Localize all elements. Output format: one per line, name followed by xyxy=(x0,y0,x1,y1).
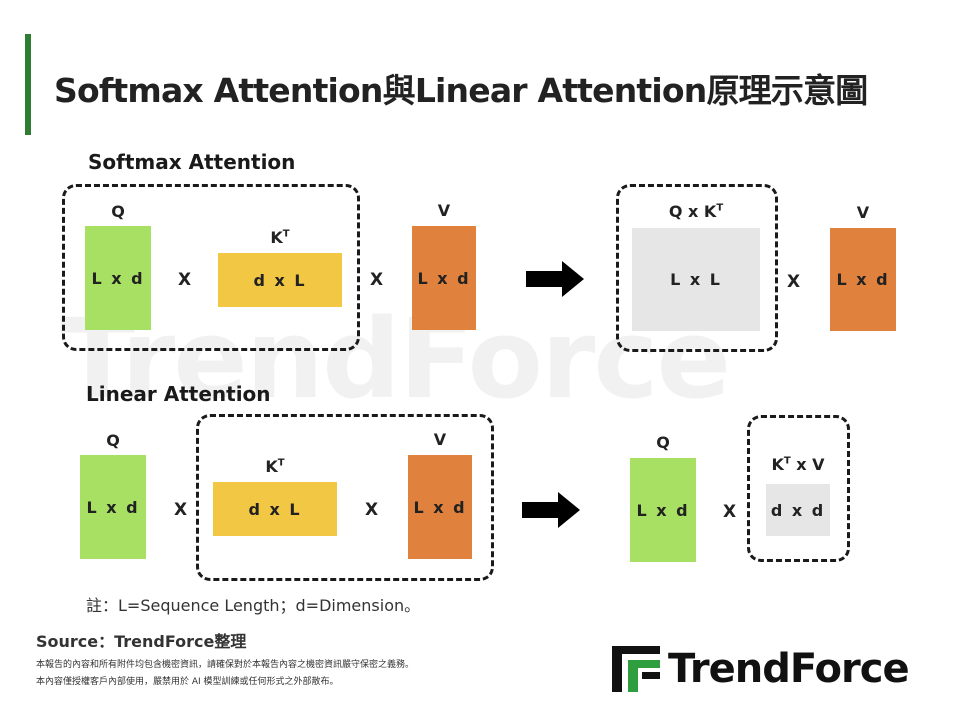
linear-multiply-op-1: X xyxy=(174,500,188,520)
linear-q-label: Q xyxy=(106,431,120,450)
softmax-result-matrix: L x L xyxy=(632,228,760,331)
linear-result-matrix: d x d xyxy=(766,484,830,536)
softmax-section-title: Softmax Attention xyxy=(88,150,296,174)
source-line: Source：TrendForce整理 xyxy=(36,632,247,651)
softmax-result-v-label: V xyxy=(856,203,870,222)
softmax-result-v-dim: L x d xyxy=(836,270,890,289)
linear-v-matrix: L x d xyxy=(408,455,472,559)
linear-result-q-label: Q xyxy=(656,433,670,452)
softmax-q-label: Q xyxy=(111,202,125,221)
softmax-kt-matrix: d x L xyxy=(218,253,342,307)
linear-q-matrix: L x d xyxy=(80,455,146,559)
softmax-v-matrix: L x d xyxy=(412,226,476,330)
linear-result-label: KT x V xyxy=(771,455,825,474)
softmax-result-dim: L x L xyxy=(670,270,722,289)
linear-kt-matrix: d x L xyxy=(213,482,337,536)
linear-arrow-icon xyxy=(522,492,580,528)
disclaimer-line-1: 本報告的內容和所有附件均包含機密資訊，請確保對於本報告內容之機密資訊嚴守保密之義… xyxy=(36,660,415,670)
softmax-kt-label: KT xyxy=(270,228,290,247)
linear-kt-label: KT xyxy=(265,457,285,476)
softmax-kt-dim: d x L xyxy=(253,270,307,290)
softmax-result-label: Q x KT xyxy=(668,202,724,221)
linear-v-label: V xyxy=(433,430,447,449)
linear-v-dim: L x d xyxy=(413,497,467,517)
linear-result-dim: d x d xyxy=(770,500,826,520)
linear-multiply-op-2: X xyxy=(365,500,379,520)
softmax-qk-group-box xyxy=(62,184,360,351)
linear-result-q-matrix: L x d xyxy=(630,458,696,562)
softmax-multiply-op-2: X xyxy=(370,270,384,290)
watermark-text: TrendForce xyxy=(60,295,731,423)
page-title: Softmax Attention與Linear Attention原理示意圖 xyxy=(54,71,868,110)
softmax-v-label: V xyxy=(437,201,451,220)
softmax-q-dim: L x d xyxy=(91,268,145,288)
linear-kt-dim: d x L xyxy=(248,499,302,519)
trendforce-logo-icon xyxy=(612,646,660,692)
softmax-v-dim: L x d xyxy=(417,268,471,288)
title-accent-bar xyxy=(25,34,31,135)
trendforce-logo-text: TrendForce xyxy=(668,646,910,692)
disclaimer-line-2: 本內容僅授權客戶內部使用，嚴禁用於 AI 模型訓練或任何形式之外部散布。 xyxy=(36,677,339,687)
softmax-multiply-op-3: X xyxy=(787,272,801,292)
softmax-result-group-box xyxy=(616,184,778,352)
linear-result-q-dim: L x d xyxy=(636,500,690,520)
linear-multiply-op-3: X xyxy=(723,502,737,522)
linear-q-dim: L x d xyxy=(86,497,140,517)
linear-result-group-box xyxy=(747,415,850,562)
softmax-arrow-icon xyxy=(526,261,584,297)
softmax-q-matrix: L x d xyxy=(85,226,151,330)
linear-section-title: Linear Attention xyxy=(86,382,271,406)
softmax-result-v-matrix: L x d xyxy=(830,228,896,331)
linear-kv-group-box xyxy=(196,414,494,581)
footnote: 註：L=Sequence Length；d=Dimension。 xyxy=(86,596,421,615)
softmax-multiply-op-1: X xyxy=(178,270,192,290)
